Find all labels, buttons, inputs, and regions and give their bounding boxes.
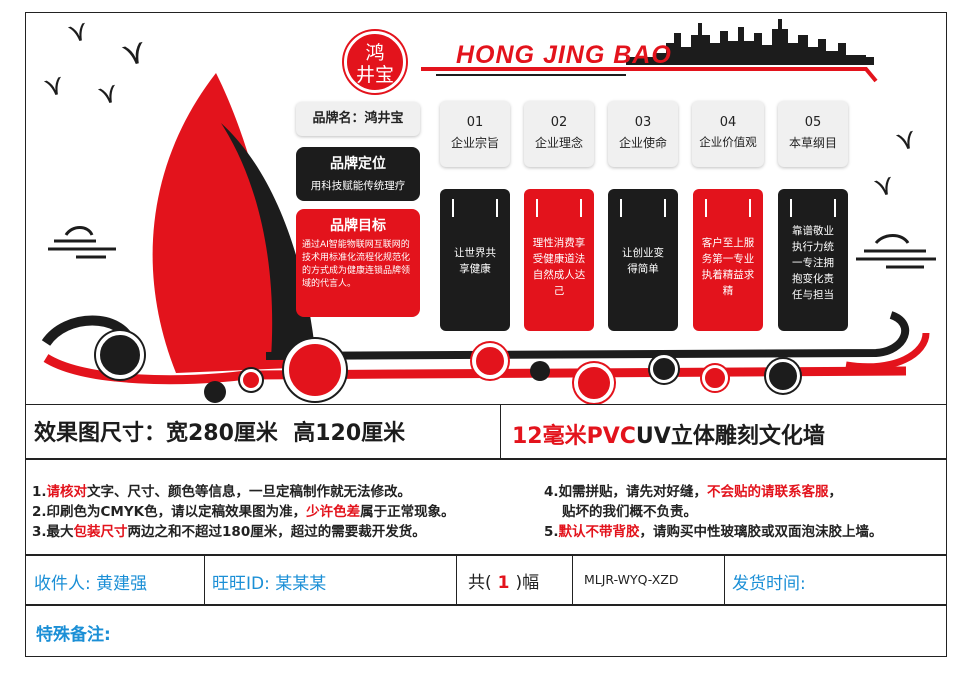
positioning-card: 品牌定位 用科技赋能传统理疗 — [296, 147, 420, 201]
brand-logo: 鸿 井宝 — [344, 31, 406, 93]
goal-title: 品牌目标 — [330, 218, 386, 234]
value-text: 靠谱敬业执行力统一专注拥抱变化责任与担当 — [792, 225, 834, 301]
notes-row: 1.请核对文字、尺寸、颜色等信息，一旦定稿制作就无法修改。 2.印刷色为CMYK… — [25, 459, 947, 555]
goal-text: 通过AI智能物联网互联网的技术用标准化流程化规范化的方式成为健康连锁品牌领域的代… — [302, 240, 411, 289]
positioning-text: 用科技赋能传统理疗 — [310, 180, 406, 192]
positioning-title: 品牌定位 — [330, 156, 386, 172]
order-row: 收件人: 黄建强 旺旺ID: 某某某 共(1)幅 MLJR-WYQ-XZD 发货… — [25, 555, 947, 605]
value-number: 04 — [719, 115, 737, 130]
value-title-card: 04 企业价值观 — [692, 101, 764, 167]
decorative-circle — [240, 369, 262, 391]
material-red: 12毫米PVC — [512, 424, 636, 449]
value-title: 企业宗旨 — [450, 136, 499, 150]
value-title: 企业价值观 — [699, 135, 757, 149]
sailboat-icon — [41, 19, 936, 385]
goal-card: 品牌目标 通过AI智能物联网互联网的技术用标准化流程化规范化的方式成为健康连锁品… — [296, 209, 420, 317]
value-number: 02 — [550, 115, 568, 130]
decorative-circle — [96, 331, 144, 379]
value-title-card: 01 企业宗旨 — [440, 101, 510, 167]
decorative-circle — [650, 355, 678, 383]
decorative-circle — [766, 359, 800, 393]
value-title-card: 05 本草纲目 — [778, 101, 848, 167]
note-2: 2.印刷色为CMYK色，请以定稿效果图为准，少许色差属于正常现象。 — [32, 504, 455, 520]
decorative-circle — [530, 361, 550, 381]
value-title: 本草纲目 — [788, 136, 837, 150]
decorative-circle — [284, 339, 346, 401]
value-title: 企业理念 — [534, 136, 583, 150]
value-content-card: 靠谱敬业执行力统一专注拥抱变化责任与担当 — [778, 189, 848, 331]
value-text: 让创业变得简单 — [622, 247, 664, 275]
decorative-circle — [204, 381, 226, 403]
value-title-card: 02 企业理念 — [524, 101, 594, 167]
note-1: 1.请核对文字、尺寸、颜色等信息，一旦定稿制作就无法修改。 — [32, 484, 412, 500]
brand-english-name: HONG JING BAO — [456, 41, 672, 69]
product-code: MLJR-WYQ-XZD — [584, 572, 679, 587]
wangwang-id-field: 旺旺ID: 某某某 — [212, 574, 327, 594]
value-number: 01 — [466, 115, 484, 130]
value-content-card: 让创业变得简单 — [608, 189, 678, 331]
decorative-circle — [574, 363, 614, 403]
spec-row: 效果图尺寸：宽280厘米 高120厘米 12毫米PVCUV立体雕刻文化墙 — [25, 404, 947, 459]
value-content-card: 客户至上服务第一专业执着精益求精 — [693, 189, 763, 331]
logo-text-line2: 井宝 — [355, 64, 394, 86]
note-3: 3.最大包装尺寸两边之和不超过180厘米，超过的需要裁开发货。 — [32, 524, 426, 540]
value-number: 03 — [634, 115, 652, 130]
artwork-preview: ⋎ ⋎ ⋎ ⋎ ⋎ ⋎ 鸿 井宝 HONG JING BAO 品牌名：鸿井宝 品… — [25, 12, 947, 404]
logo-text-line1: 鸿 — [365, 42, 385, 64]
note-5: 5.默认不带背胶，请购买中性玻璃胶或双面泡沫胶上墙。 — [544, 524, 883, 540]
size-spec: 效果图尺寸：宽280厘米 高120厘米 — [34, 421, 406, 446]
ship-time-field: 发货时间: — [732, 574, 806, 594]
remark-row: 特殊备注: — [25, 605, 947, 657]
value-text: 客户至上服务第一专业执着精益求精 — [701, 237, 755, 297]
material-black: UV立体雕刻文化墙 — [635, 424, 825, 449]
decorative-circle — [472, 343, 508, 379]
value-number: 05 — [804, 115, 822, 130]
special-remark-label: 特殊备注: — [36, 625, 111, 645]
value-text: 理性消费享受健康道法自然成人达己 — [532, 237, 586, 297]
value-title: 企业使命 — [618, 136, 667, 150]
recipient-field: 收件人: 黄建强 — [34, 574, 148, 594]
value-content-card: 理性消费享受健康道法自然成人达己 — [524, 189, 594, 331]
material-spec: 12毫米PVCUV立体雕刻文化墙 — [512, 418, 825, 450]
value-content-card: 让世界共享健康 — [440, 189, 510, 331]
brand-name-label: 品牌名：鸿井宝 — [296, 102, 420, 136]
sheet-count: 共(1)幅 — [468, 573, 540, 593]
note-4: 4.如需拼贴，请先对好缝，不会贴的请联系客服， — [544, 484, 843, 500]
value-text: 让世界共享健康 — [454, 247, 496, 275]
value-title-card: 03 企业使命 — [608, 101, 678, 167]
note-4-continued: 贴坏的我们概不负责。 — [562, 504, 697, 520]
decorative-circle — [702, 365, 728, 391]
